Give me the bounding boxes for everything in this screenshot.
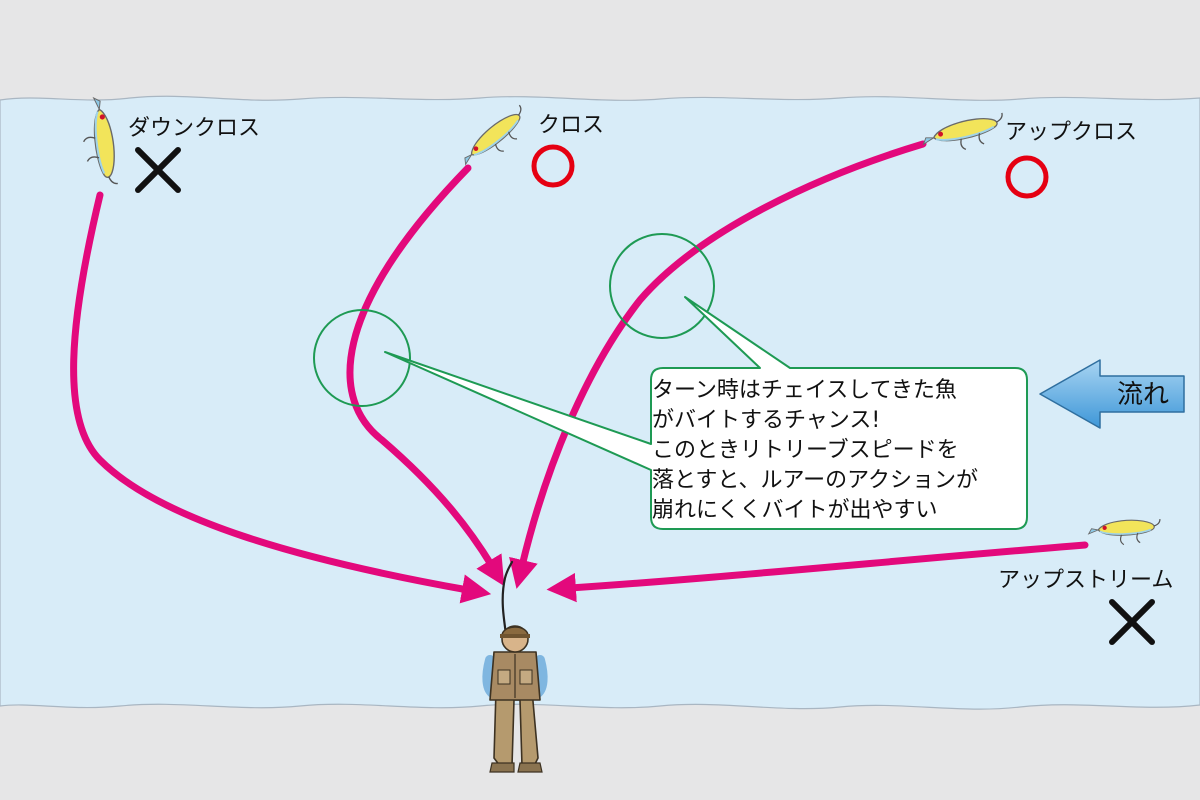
verdict-mark-cross	[531, 144, 575, 188]
retrieve-path-upstream	[546, 541, 1089, 603]
retrieve-path-down-cross	[70, 191, 492, 604]
turn-highlight-circle-cross	[313, 309, 411, 407]
callout-line: このときリトリーブスピードを	[652, 438, 959, 463]
verdict-mark-down-cross	[135, 147, 181, 193]
cast-label-cross: クロス	[538, 113, 605, 138]
cast-label-down-cross: ダウンクロス	[128, 116, 261, 141]
cast-label-up-cross: アップクロス	[1005, 120, 1138, 145]
current-arrow-icon	[1039, 359, 1185, 429]
retrieve-path-cross	[346, 164, 505, 587]
callout-line: ターン時はチェイスしてきた魚	[652, 378, 957, 403]
turn-highlight-circle-up-cross	[609, 233, 715, 339]
cast-label-upstream: アップストリーム	[998, 568, 1174, 593]
retrieve-path-up-cross	[509, 140, 927, 589]
verdict-mark-upstream	[1109, 599, 1155, 645]
current-label: 流れ	[1116, 380, 1169, 410]
callout-line: がバイトするチャンス!	[652, 408, 881, 433]
angler-icon	[482, 560, 548, 773]
callout-line: 落とすと、ルアーのアクションが	[652, 468, 979, 493]
callout-text: ターン時はチェイスしてきた魚 がバイトするチャンス! このときリトリーブスピード…	[652, 376, 1020, 526]
callout-bubble	[384, 296, 1028, 530]
verdict-mark-up-cross	[1005, 155, 1049, 199]
callout-line: 崩れにくくバイトが出やすい	[652, 498, 938, 523]
